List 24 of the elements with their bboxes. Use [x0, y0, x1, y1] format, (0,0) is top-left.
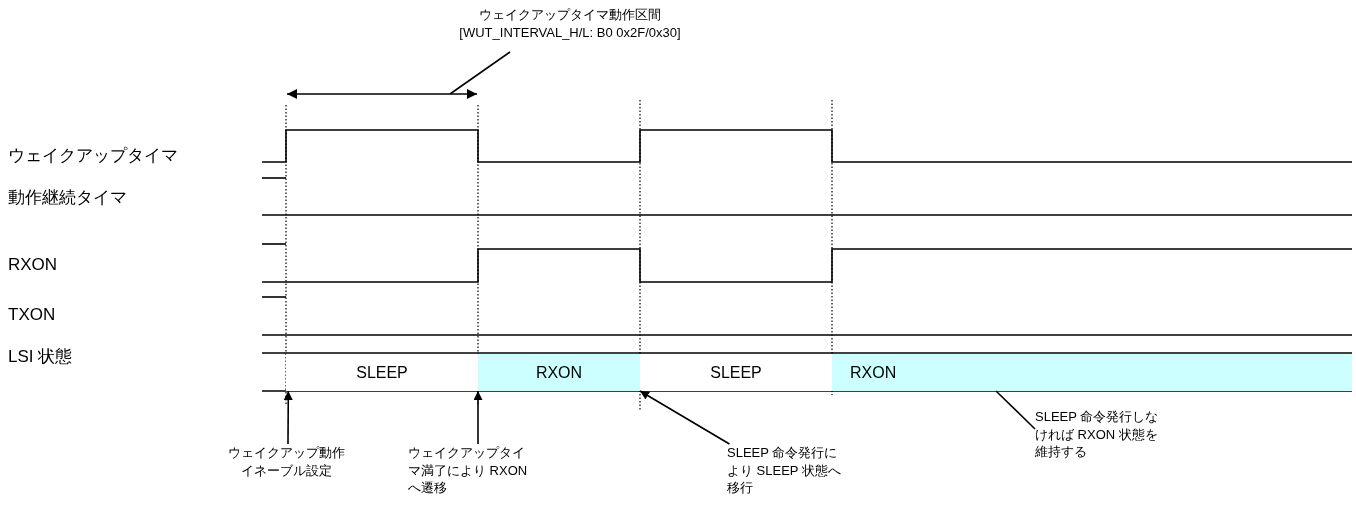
state-label: RXON — [535, 363, 583, 382]
signal-name: TXON — [8, 305, 56, 325]
signal-name: ウェイクアップタイマ — [8, 144, 178, 167]
annotation-text: ウェイクアップ動作イネーブル設定 — [226, 444, 346, 480]
state-label: SLEEP — [356, 363, 408, 382]
leader-line — [449, 51, 511, 95]
annotation-text: SLEEP 命令発行により SLEEP 状態へ移行 — [727, 444, 842, 497]
state-band — [640, 354, 832, 391]
leader-line — [995, 390, 1036, 430]
annotation-text: [WUT_INTERVAL_H/L: B0 0x2F/0x30] — [459, 23, 681, 42]
annotation-text: ウェイクアップタイマ動作区間 — [479, 6, 661, 24]
state-band — [832, 354, 1352, 391]
signal-name: RXON — [8, 255, 58, 275]
state-band — [286, 354, 478, 391]
state-label: RXON — [850, 363, 897, 382]
arrow — [473, 390, 483, 445]
annotation-text: ウェイクアップタイマ満了により RXON へ遷移 — [408, 444, 528, 497]
arrow — [639, 390, 731, 445]
signal-name: 動作継続タイマ — [8, 186, 127, 209]
annotation-text: SLEEP 命令発行しなければ RXON 状態を維持する — [1035, 408, 1159, 461]
state-label: SLEEP — [710, 363, 762, 382]
signal-name: LSI 状態 — [8, 345, 73, 368]
state-band — [478, 354, 640, 391]
arrow — [283, 390, 293, 445]
